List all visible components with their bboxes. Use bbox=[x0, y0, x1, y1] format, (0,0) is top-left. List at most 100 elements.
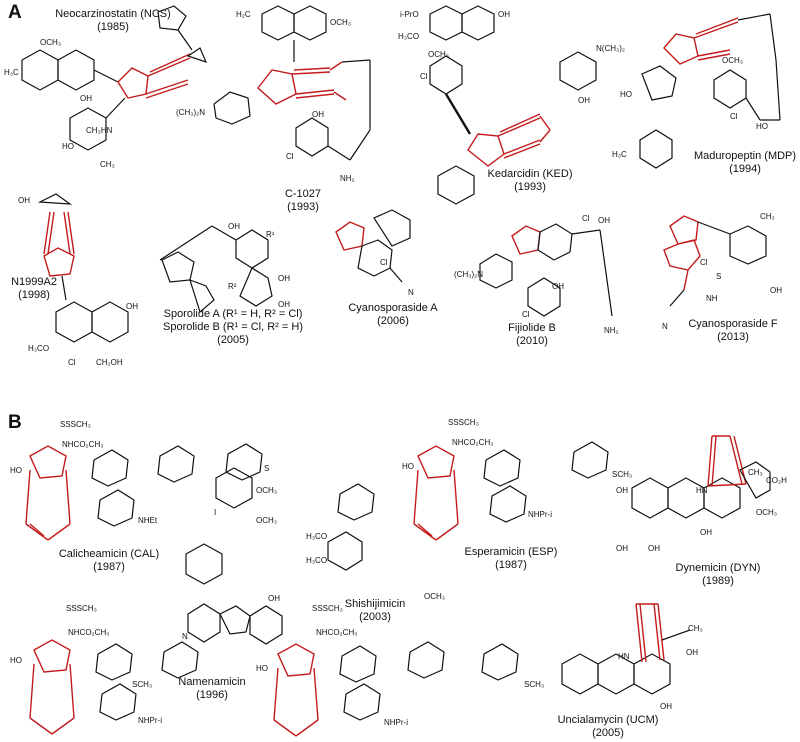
atom-label: N bbox=[408, 288, 414, 297]
esp-structure bbox=[327, 441, 609, 571]
compound-name: Calicheamicin (CAL) bbox=[58, 548, 160, 560]
atom-label: OH bbox=[648, 544, 660, 553]
compound-name: Cyanosporaside A bbox=[348, 302, 438, 314]
atom-label: OH bbox=[616, 486, 628, 495]
atom-label: NHPr-i bbox=[528, 510, 552, 519]
atom-label: NHCO₂CH₃ bbox=[452, 438, 494, 447]
atom-label: OH bbox=[126, 302, 138, 311]
atom-label: OCH₃ bbox=[330, 18, 352, 27]
caption-ked: Kedarcidin (KED) (1993) bbox=[470, 168, 590, 194]
atom-label: CH₂OH bbox=[96, 358, 123, 367]
compound-name: Maduropeptin (MDP) bbox=[693, 150, 797, 162]
atom-label: OH bbox=[660, 702, 672, 711]
compound-name: N1999A2 bbox=[11, 276, 57, 288]
atom-label: (CH₃)₂N bbox=[454, 270, 484, 279]
atom-label: SCH₃ bbox=[524, 680, 545, 689]
nam-structure bbox=[29, 603, 283, 735]
caption-c1027: C-1027 (1993) bbox=[268, 188, 338, 214]
compound-name: Sporolide B (R¹ = Cl, R² = H) bbox=[163, 321, 303, 333]
atom-label: SCH₃ bbox=[612, 470, 633, 479]
atom-label: SSSCH₃ bbox=[312, 604, 343, 613]
atom-label: H₃C bbox=[612, 150, 627, 159]
atom-label: NHCO₂CH₃ bbox=[68, 628, 110, 637]
compound-name: Kedarcidin (KED) bbox=[487, 168, 573, 180]
dyn-structure bbox=[631, 435, 771, 519]
atom-label: N bbox=[182, 632, 188, 641]
atom-label: R¹ bbox=[266, 230, 275, 239]
atom-label: HO bbox=[62, 142, 74, 151]
compound-year: (1985) bbox=[97, 21, 129, 33]
compound-year: (1989) bbox=[702, 575, 734, 587]
atom-label: HO bbox=[256, 664, 268, 673]
atom-label: H₃CO bbox=[306, 532, 328, 541]
atom-label: OH bbox=[498, 10, 510, 19]
caption-ncs: Neocarzinostatin (NCS) (1985) bbox=[28, 8, 198, 34]
caption-cal: Calicheamicin (CAL) (1987) bbox=[54, 548, 164, 574]
caption-n1999: N1999A2 (1998) bbox=[4, 276, 64, 302]
atom-label: HO bbox=[620, 90, 632, 99]
atom-label: i-PrO bbox=[400, 10, 419, 19]
ucm-structure bbox=[561, 603, 691, 695]
atom-label: NHPr-i bbox=[384, 718, 408, 727]
atom-label: OH bbox=[598, 216, 610, 225]
atom-label: Cl bbox=[700, 258, 708, 267]
atom-label: OH bbox=[700, 528, 712, 537]
atom-label: CO₂H bbox=[766, 476, 787, 485]
panel-label-a: A bbox=[8, 2, 22, 23]
c1027-structure bbox=[213, 5, 371, 161]
atom-label: HO bbox=[10, 656, 22, 665]
compound-year: (2005) bbox=[217, 334, 249, 346]
compound-year: (1993) bbox=[287, 201, 319, 213]
caption-sporolide: Sporolide A (R¹ = H, R² = Cl) Sporolide … bbox=[160, 308, 306, 347]
atom-label: I bbox=[214, 508, 217, 517]
fiji-structure bbox=[479, 223, 613, 317]
atom-label: H₃C bbox=[4, 68, 19, 77]
atom-label: S bbox=[264, 464, 270, 473]
compound-year: (1993) bbox=[514, 181, 546, 193]
compound-year: (1994) bbox=[729, 163, 761, 175]
atom-label: CH₃ bbox=[688, 624, 703, 633]
compound-name: Shishijimicin bbox=[344, 598, 406, 610]
atom-label: NHCO₂CH₃ bbox=[316, 628, 358, 637]
atom-label: OH bbox=[616, 544, 628, 553]
caption-nam: Namenamicin (1996) bbox=[172, 676, 252, 702]
panel-label-b: B bbox=[8, 412, 22, 433]
atom-label: HO bbox=[10, 466, 22, 475]
atom-label: R² bbox=[228, 282, 237, 291]
compound-name: Namenamicin bbox=[178, 676, 246, 688]
atom-label: OCH₃ bbox=[756, 508, 778, 517]
atom-label: OCH₃ bbox=[424, 592, 446, 601]
atom-label: OH bbox=[278, 300, 290, 309]
atom-label: H₂C bbox=[236, 10, 251, 19]
compound-name: Sporolide A (R¹ = H, R² = Cl) bbox=[163, 308, 303, 320]
cyanF-structure bbox=[663, 215, 767, 307]
atom-label: NHPr-i bbox=[138, 716, 162, 725]
sporolide-structure bbox=[159, 225, 273, 314]
atom-label: NHCO₂CH₃ bbox=[62, 440, 104, 449]
atom-label: NH₂ bbox=[604, 326, 619, 335]
ked-structure bbox=[429, 5, 597, 205]
atom-label: OCH₃ bbox=[722, 56, 744, 65]
caption-ucm: Uncialamycin (UCM) (2005) bbox=[548, 714, 668, 740]
caption-cyanA: Cyanosporaside A (2006) bbox=[338, 302, 448, 328]
compound-year: (2010) bbox=[516, 335, 548, 347]
atom-label: SSSCH₃ bbox=[448, 418, 479, 427]
atom-label: CH₃HN bbox=[86, 126, 113, 135]
caption-esp: Esperamicin (ESP) (1987) bbox=[456, 546, 566, 572]
atom-label: OH bbox=[686, 648, 698, 657]
atom-label: OCH₃ bbox=[256, 516, 278, 525]
compound-year: (1996) bbox=[196, 689, 228, 701]
caption-mdp: Maduropeptin (MDP) (1994) bbox=[690, 150, 800, 176]
compound-name: Cyanosporaside F bbox=[688, 318, 778, 330]
compound-year: (2005) bbox=[592, 727, 624, 739]
caption-shi: Shishijimicin (2003) bbox=[330, 598, 420, 624]
caption-cyanF: Cyanosporaside F (2013) bbox=[676, 318, 790, 344]
atom-label: OH bbox=[228, 222, 240, 231]
atom-label: CH₃ bbox=[100, 160, 115, 169]
atom-label: CH₃ bbox=[760, 212, 775, 221]
atom-label: OH bbox=[278, 274, 290, 283]
compound-name: Dynemicin (DYN) bbox=[675, 562, 761, 574]
caption-dyn: Dynemicin (DYN) (1989) bbox=[666, 562, 770, 588]
atom-label: Cl bbox=[380, 258, 388, 267]
